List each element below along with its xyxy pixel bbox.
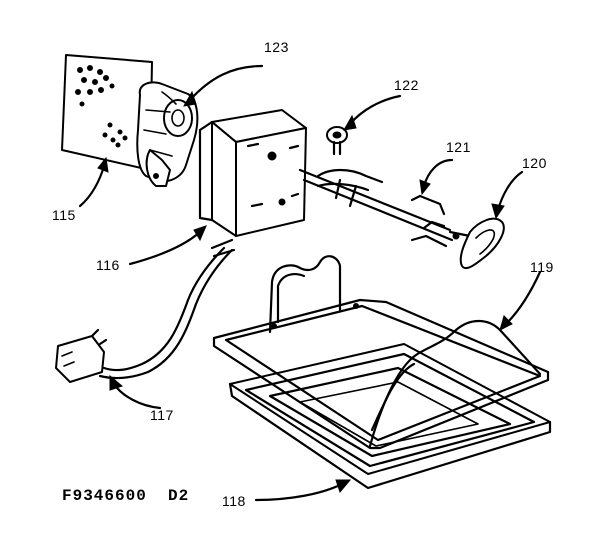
power-cord-117 (55, 238, 236, 383)
part-number-121: 121 (446, 139, 471, 155)
part-number-120: 120 (522, 155, 547, 171)
leader-arrows (78, 64, 542, 502)
part-number-122: 122 (394, 77, 419, 93)
part-number-116: 116 (96, 257, 120, 273)
spit-rod-121 (298, 168, 454, 248)
rotisserie-motor-123 (136, 81, 199, 187)
part-number-123: 123 (264, 39, 289, 55)
motor-housing-116 (198, 109, 307, 237)
thumb-screw-122 (326, 126, 348, 156)
part-number-119: 119 (530, 259, 554, 275)
wire-rack-119 (212, 255, 550, 450)
part-number-115: 115 (52, 207, 76, 223)
part-number-117: 117 (150, 407, 174, 423)
drip-pan-118 (228, 343, 552, 490)
spit-handle-120 (448, 217, 505, 270)
model-code: F9346600 D2 (62, 487, 189, 505)
part-number-118: 118 (222, 493, 246, 509)
